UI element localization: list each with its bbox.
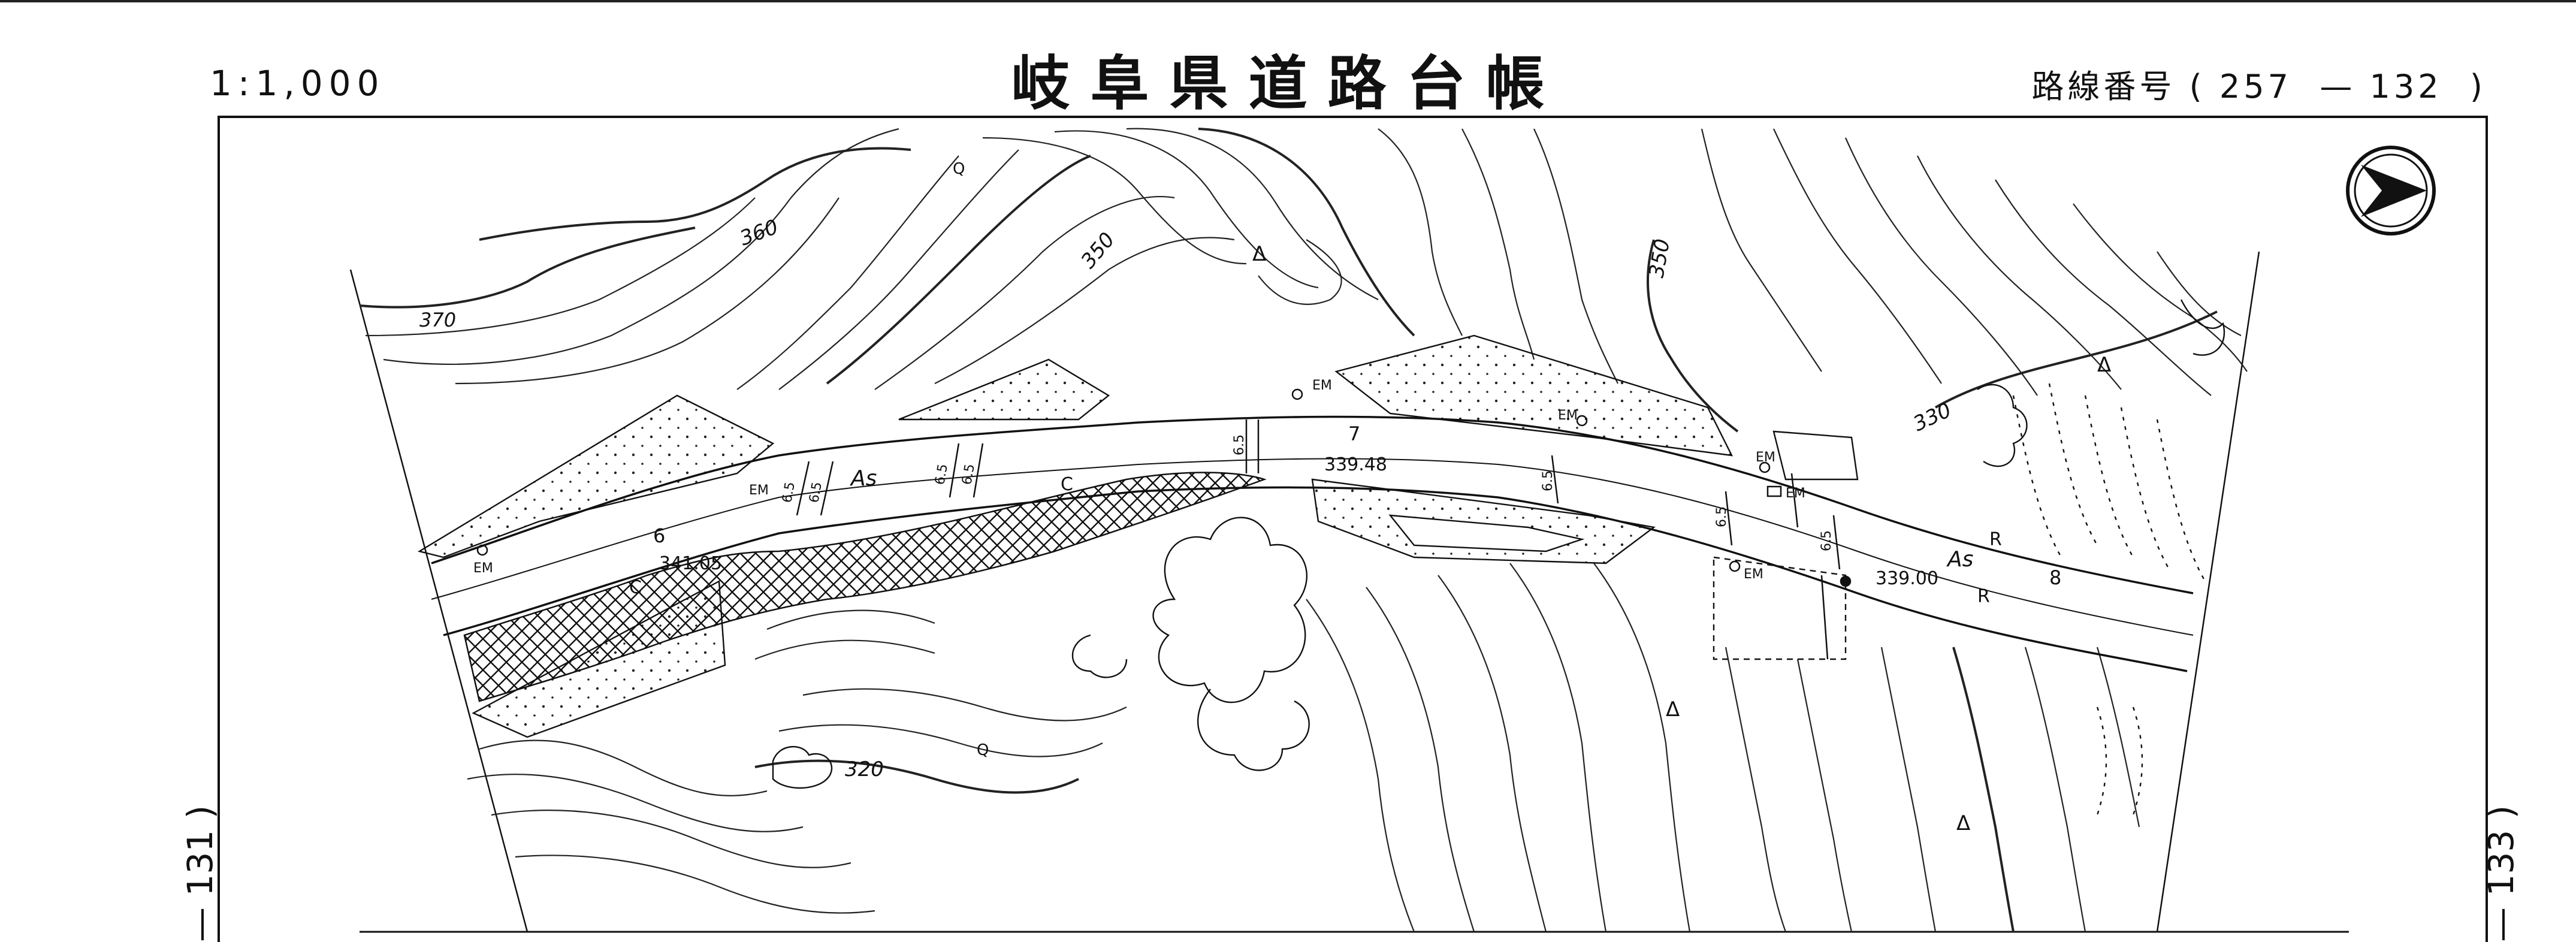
contour-label: 330 [1910,398,1955,436]
map-labels: 370 360 350 350 330 320 6 7 8 341.05 339… [419,160,2111,835]
width-label: 6.5 [1232,434,1247,455]
width-label: 6.5 [1541,470,1556,491]
station-label: 6 [653,524,665,547]
route-dash: — [2320,68,2356,105]
width-label: 6.5 [1714,506,1729,527]
elevation-label: 339.48 [1324,454,1387,475]
page-title: 岐阜県道路台帳 [1011,50,1565,118]
contour-lines [359,128,2248,932]
north-arrow-icon [2346,146,2436,236]
width-ticks [796,419,1841,660]
contour-label: 360 [736,215,781,251]
curb-label: R [1977,586,1990,607]
surface-label: As [1946,547,1973,572]
fill-mark: Δ [1666,698,1680,721]
road [431,415,2194,672]
width-label: 6.5 [959,463,978,486]
em-marker: EM [1312,378,1332,393]
route-number: 路線番号 ( 257 — 132 ) [2031,60,2486,107]
top-border-rule [0,0,2576,2]
plot-mark: Q [977,741,989,759]
slope-areas [417,334,1859,738]
em-marker: EM [473,561,493,576]
route-label: 路線番号 [2031,68,2176,105]
route-open-paren: ( [2189,68,2206,105]
surface-label: As [850,466,877,491]
map-scale: 1:1,000 [210,63,385,104]
fill-mark: Δ [1252,242,1266,266]
curb-label: C [1061,474,1073,495]
contour-label: 320 [845,757,884,781]
hatched-fill-area [463,472,1267,702]
width-label: 6.5 [780,481,798,504]
em-marker: EM [1786,486,1805,501]
route-sheet-value: 132 [2369,68,2442,105]
survey-symbols [476,388,1852,587]
em-marker: EM [1744,567,1763,582]
em-marker: EM [749,483,769,498]
route-number-value: 257 [2219,68,2292,105]
plot-mark: Q [953,160,965,178]
width-label: 6.5 [1819,530,1834,551]
elevation-label: 341.05 [659,553,722,574]
station-label: 7 [1348,422,1360,445]
elevation-label: 339.00 [1876,568,1938,589]
width-label: 6.5 [932,463,951,486]
route-close-paren: ) [2469,68,2486,105]
map-frame [218,116,2488,942]
contour-label: 370 [419,309,456,331]
vegetation-area [772,299,2225,816]
fill-mark: Δ [1956,811,1970,835]
em-marker: EM [1558,408,1578,423]
fill-mark: Δ [2097,353,2111,377]
curb-label: R [1989,529,2002,550]
contour-label: 350 [1644,237,1675,280]
station-label: 8 [2049,566,2061,589]
sheet-boundary-left [349,269,529,932]
curb-label: C [629,577,642,598]
width-label: 6.5 [807,481,825,504]
